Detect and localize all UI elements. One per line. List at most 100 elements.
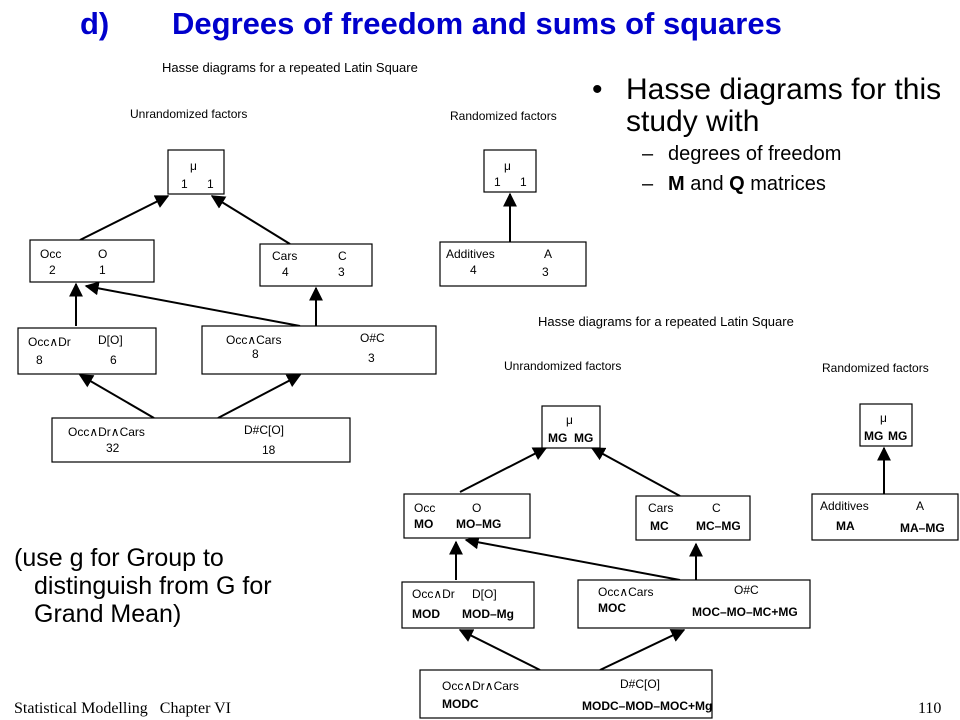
d2-node-mu: μ MG MG (541, 405, 601, 449)
svg-text:C: C (712, 501, 721, 515)
d1-node-occcars: Occ∧Cars O#C 8 3 (201, 325, 437, 375)
diagram1-heading: Hasse diagrams for a repeated Latin Squa… (162, 60, 418, 75)
svg-text:Occ∧Dr: Occ∧Dr (412, 587, 455, 601)
svg-text:Cars: Cars (648, 501, 673, 515)
diagram1-unrandomized-label: Unrandomized factors (130, 107, 247, 121)
main-bullet-text: Hasse diagrams for this study with (626, 73, 942, 138)
svg-text:O: O (472, 501, 481, 515)
sub-bullet-dof: – degrees of freedom (592, 140, 952, 168)
svg-text:4: 4 (282, 265, 289, 279)
note-line-2: distinguish from G for (34, 572, 272, 600)
svg-text:μ: μ (566, 413, 573, 427)
svg-text:D[O]: D[O] (472, 587, 497, 601)
note-line-1: (use g for Group to (14, 544, 224, 572)
svg-text:D[O]: D[O] (98, 333, 123, 347)
svg-text:A: A (544, 247, 552, 261)
group-note: (use g for Group to distinguish from G f… (14, 544, 374, 628)
d2-node-occdr: Occ∧Dr D[O] MOD MOD–Mg (401, 581, 535, 629)
svg-text:2: 2 (49, 263, 56, 277)
svg-text:μ: μ (504, 159, 511, 173)
d2-arrow-occ-mu (459, 447, 548, 493)
dash-icon: – (642, 143, 654, 165)
svg-text:C: C (338, 249, 347, 263)
d1-arrow-occcars-occ (84, 281, 301, 327)
sub-bullet-matrices: – M and Q matrices (592, 170, 952, 198)
svg-text:MOD: MOD (412, 607, 440, 621)
svg-text:6: 6 (110, 353, 117, 367)
dash-icon: – (642, 173, 654, 195)
svg-text:Occ∧Cars: Occ∧Cars (226, 333, 281, 347)
svg-text:3: 3 (338, 265, 345, 279)
svg-text:MA–MG: MA–MG (900, 521, 945, 535)
d1-node-occdr: Occ∧Dr D[O] 8 6 (17, 327, 157, 375)
svg-text:A: A (916, 499, 924, 513)
svg-text:MODC: MODC (442, 697, 479, 711)
d2-node-occ: Occ O MO MO–MG (403, 493, 531, 539)
svg-text:μ: μ (190, 159, 197, 173)
diagram2-heading: Hasse diagrams for a repeated Latin Squa… (538, 314, 794, 329)
svg-text:MC: MC (650, 519, 669, 533)
slide-title: d)Degrees of freedom and sums of squares (60, 6, 940, 42)
svg-text:Occ∧Dr∧Cars: Occ∧Dr∧Cars (68, 425, 145, 439)
svg-text:32: 32 (106, 441, 120, 455)
note-line-3: Grand Mean) (34, 600, 182, 628)
sub-bullet-text: degrees of freedom (668, 143, 842, 165)
svg-text:MOC–MO–MC+MG: MOC–MO–MC+MG (692, 605, 798, 619)
d1-arrow-cars-mu (210, 195, 291, 245)
d2-arrow-occdrcars-occcars (599, 629, 686, 671)
bold-m: M (668, 173, 685, 195)
diagram2-randomized-label: Randomized factors (822, 361, 929, 375)
and-text: and (684, 173, 730, 195)
d2-arrows (449, 446, 891, 671)
svg-text:Occ∧Dr∧Cars: Occ∧Dr∧Cars (442, 679, 519, 693)
svg-text:1: 1 (99, 263, 106, 277)
d1-node-mu: μ 1 1 (167, 149, 225, 195)
d2-node-cars: Cars C MC MC–MG (635, 495, 751, 541)
svg-text:MG: MG (574, 431, 593, 445)
svg-text:D#C[O]: D#C[O] (244, 423, 284, 437)
d1-node-occ: Occ O 2 1 (29, 239, 155, 283)
footer-text: Statistical Modelling Chapter VI (14, 700, 232, 717)
bold-q: Q (729, 173, 745, 195)
main-bullet: • Hasse diagrams for this study with (592, 74, 952, 138)
svg-text:Cars: Cars (272, 249, 297, 263)
svg-text:Additives: Additives (446, 247, 495, 261)
svg-text:MC–MG: MC–MG (696, 519, 741, 533)
d2-node-rmu: μ MG MG (859, 403, 913, 447)
page-number: 110 (918, 700, 942, 717)
svg-text:O: O (98, 247, 107, 261)
d1-node-occdrcars: Occ∧Dr∧Cars D#C[O] 32 18 (51, 417, 351, 463)
svg-text:MG: MG (548, 431, 567, 445)
d2-node-occcars: Occ∧Cars O#C MOC MOC–MO–MC+MG (577, 579, 811, 629)
diagram-matrices: Hasse diagrams for a repeated Latin Squa… (401, 314, 959, 719)
svg-text:8: 8 (36, 353, 43, 367)
bullet-dot-icon: • (592, 73, 603, 106)
d2-node-additives: Additives A MA MA–MG (811, 493, 959, 541)
d1-node-cars: Cars C 4 3 (259, 243, 373, 287)
svg-text:MODC–MOD–MOC+Mg: MODC–MOD–MOC+Mg (582, 699, 712, 713)
diagram1-randomized-label: Randomized factors (450, 109, 557, 123)
svg-text:1: 1 (181, 177, 188, 191)
diagram2-unrandomized-label: Unrandomized factors (504, 359, 621, 373)
svg-text:3: 3 (368, 351, 375, 365)
svg-text:MOD–Mg: MOD–Mg (462, 607, 514, 621)
svg-text:Additives: Additives (820, 499, 869, 513)
d1-arrow-occdrcars-occcars (217, 374, 302, 419)
svg-text:MA: MA (836, 519, 855, 533)
d2-arrow-occdrcars-occdr (458, 629, 541, 671)
svg-text:8: 8 (252, 347, 259, 361)
matrices-text: matrices (744, 173, 826, 195)
d2-arrow-cars-mu (590, 447, 681, 497)
d2-arrow-occcars-occ (464, 535, 681, 581)
svg-text:MOC: MOC (598, 601, 626, 615)
title-text: Degrees of freedom and sums of squares (172, 6, 782, 41)
svg-text:1: 1 (494, 175, 501, 189)
diagram-dof: Hasse diagrams for a repeated Latin Squa… (17, 60, 587, 463)
d1-arrow-occdrcars-occdr (78, 374, 155, 419)
d1-node-additives: Additives A 4 3 (439, 241, 587, 287)
svg-text:4: 4 (470, 263, 477, 277)
svg-text:3: 3 (542, 265, 549, 279)
svg-text:1: 1 (207, 177, 214, 191)
svg-text:Occ: Occ (40, 247, 61, 261)
